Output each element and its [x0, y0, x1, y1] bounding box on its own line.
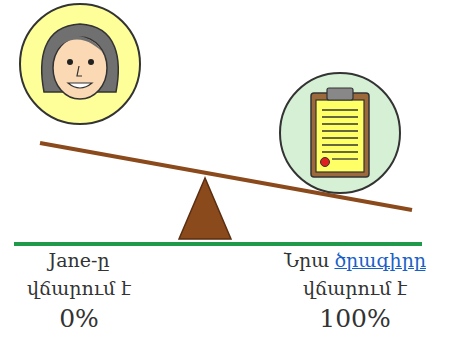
text-line: 100% — [250, 303, 460, 338]
percentage-label: 0% — [59, 304, 99, 333]
text-group: Jane-ը վճարում է 0% — [8, 247, 150, 338]
text-line: 0% — [8, 303, 150, 338]
percentage-label: 100% — [319, 304, 390, 333]
caption-text: Նրա — [284, 249, 329, 271]
person-icon — [20, 4, 140, 124]
text-line: Նրա ծրագիրը — [250, 247, 460, 275]
fulcrum-triangle — [179, 178, 231, 239]
text-group: Նրա ծրագիրըվճարում է100% — [250, 247, 460, 338]
document-icon — [280, 73, 400, 193]
caption-text: Jane-ը վճարում է — [27, 249, 131, 299]
text-line: Jane-ը վճարում է — [8, 247, 150, 303]
text-line: վճարում է — [250, 275, 460, 303]
ground-line — [14, 242, 422, 246]
link-text: ծրագիրը — [334, 249, 426, 271]
caption-text: վճարում է — [303, 277, 407, 299]
